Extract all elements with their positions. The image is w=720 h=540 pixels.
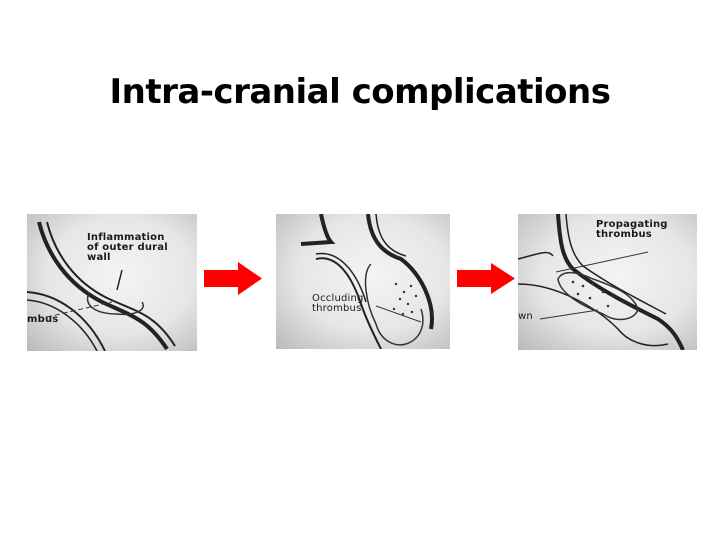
label-thrombus-cropped: wn — [518, 311, 533, 322]
arrow-right-icon — [204, 262, 262, 295]
propagating-thrombus-illustration — [518, 214, 685, 350]
diagram-panel-1: Inflammation of outer dural wall mbus — [27, 214, 197, 351]
diagram-panel-3: Propagating thrombus wn — [518, 214, 697, 350]
arrow-right-icon — [457, 263, 515, 294]
diagram-panel-2: Occluding thrombus — [276, 214, 450, 349]
label-occluding-thrombus: Occluding thrombus — [312, 293, 364, 314]
label-propagating-thrombus: Propagating thrombus — [596, 219, 668, 240]
dural-inflammation-illustration — [27, 221, 176, 351]
slide-title: Intra-cranial complications — [109, 72, 611, 112]
label-inflammation-dural-wall: Inflammation of outer dural wall — [87, 232, 168, 263]
label-thrombus-cropped: mbus — [27, 314, 59, 325]
occluding-thrombus-illustration — [300, 214, 434, 349]
